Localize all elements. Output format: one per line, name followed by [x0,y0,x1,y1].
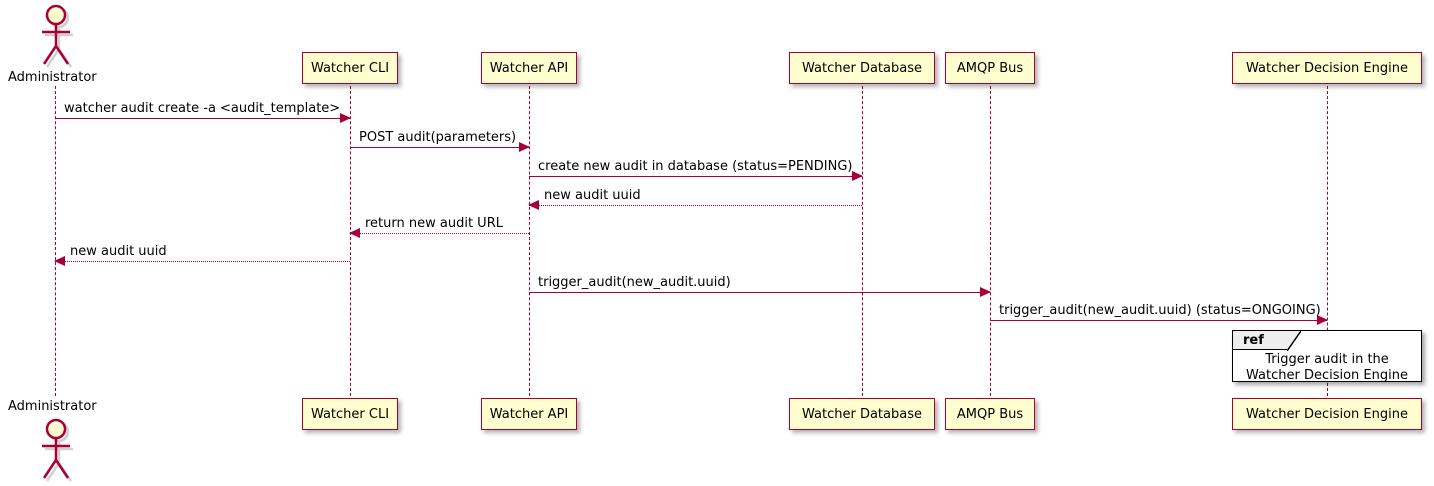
actor-stick-figure-icon [42,418,73,482]
participant-label: Watcher Database [802,60,922,76]
lifeline-decision-engine [1327,86,1328,396]
ref-fragment-line-2: Watcher Decision Engine [1246,368,1408,383]
actor-label-administrator-bottom: Administrator [8,399,97,414]
lifeline-watcher-cli [350,86,351,396]
arrowhead-icon [1317,315,1328,325]
ref-fragment-keyword: ref [1243,333,1264,348]
actor-stick-figure-icon [42,4,73,68]
participant-label: Watcher API [489,406,569,422]
participant-label: Watcher CLI [310,60,390,76]
arrowhead-icon [519,142,530,152]
message-line [55,118,350,119]
message-label-watcher-audit-create: watcher audit create -a <audit_template> [64,101,341,116]
message-line [350,233,529,234]
participant-label: Watcher Decision Engine [1246,60,1408,76]
actor-administrator-bottom [30,416,82,486]
actor-administrator-top [30,2,82,72]
arrowhead-icon [980,287,991,297]
participant-decision-engine-bottom[interactable]: Watcher Decision Engine [1232,398,1422,430]
ref-fragment-body: Trigger audit in the Watcher Decision En… [1233,352,1421,384]
lifeline-administrator [55,86,56,396]
lifeline-watcher-database [862,86,863,396]
message-label-trigger-audit-ongoing: trigger_audit(new_audit.uuid) (status=ON… [999,303,1321,318]
participant-watcher-api-bottom[interactable]: Watcher API [481,398,577,430]
arrowhead-icon [54,256,65,266]
lifeline-watcher-api [529,86,530,396]
arrowhead-icon [349,228,360,238]
participant-label: AMQP Bus [956,60,1024,76]
ref-fragment: ref Trigger audit in the Watcher Decisio… [1232,330,1422,384]
participant-watcher-api-top[interactable]: Watcher API [481,52,577,84]
message-line [529,292,990,293]
participant-watcher-database-bottom[interactable]: Watcher Database [789,398,935,430]
ref-fragment-line-1: Trigger audit in the [1265,352,1389,367]
message-label-return-new-audit-url: return new audit URL [365,216,503,231]
ref-tab-corner-icon [1287,331,1301,351]
arrowhead-icon [528,200,539,210]
participant-watcher-cli-top[interactable]: Watcher CLI [302,52,398,84]
participant-watcher-database-top[interactable]: Watcher Database [789,52,935,84]
participant-label: Watcher Decision Engine [1246,406,1408,422]
arrowhead-icon [852,171,863,181]
message-line [990,320,1327,321]
message-label-create-new-audit: create new audit in database (status=PEN… [538,159,853,174]
participant-label: AMQP Bus [956,406,1024,422]
message-label-new-audit-uuid-cli: new audit uuid [70,244,167,259]
participant-watcher-cli-bottom[interactable]: Watcher CLI [302,398,398,430]
message-line [55,261,350,262]
arrowhead-icon [340,113,351,123]
participant-label: Watcher API [489,60,569,76]
message-label-trigger-audit: trigger_audit(new_audit.uuid) [538,275,731,290]
participant-amqp-bus-bottom[interactable]: AMQP Bus [945,398,1035,430]
participant-amqp-bus-top[interactable]: AMQP Bus [945,52,1035,84]
message-line [350,147,529,148]
actor-label-administrator-top: Administrator [8,70,97,85]
message-label-new-audit-uuid-db: new audit uuid [544,188,641,203]
message-line [529,205,862,206]
message-label-post-audit: POST audit(parameters) [359,130,517,145]
message-line [529,176,862,177]
participant-label: Watcher Database [802,406,922,422]
lifeline-amqp-bus [990,86,991,396]
participant-label: Watcher CLI [310,406,390,422]
participant-decision-engine-top[interactable]: Watcher Decision Engine [1232,52,1422,84]
